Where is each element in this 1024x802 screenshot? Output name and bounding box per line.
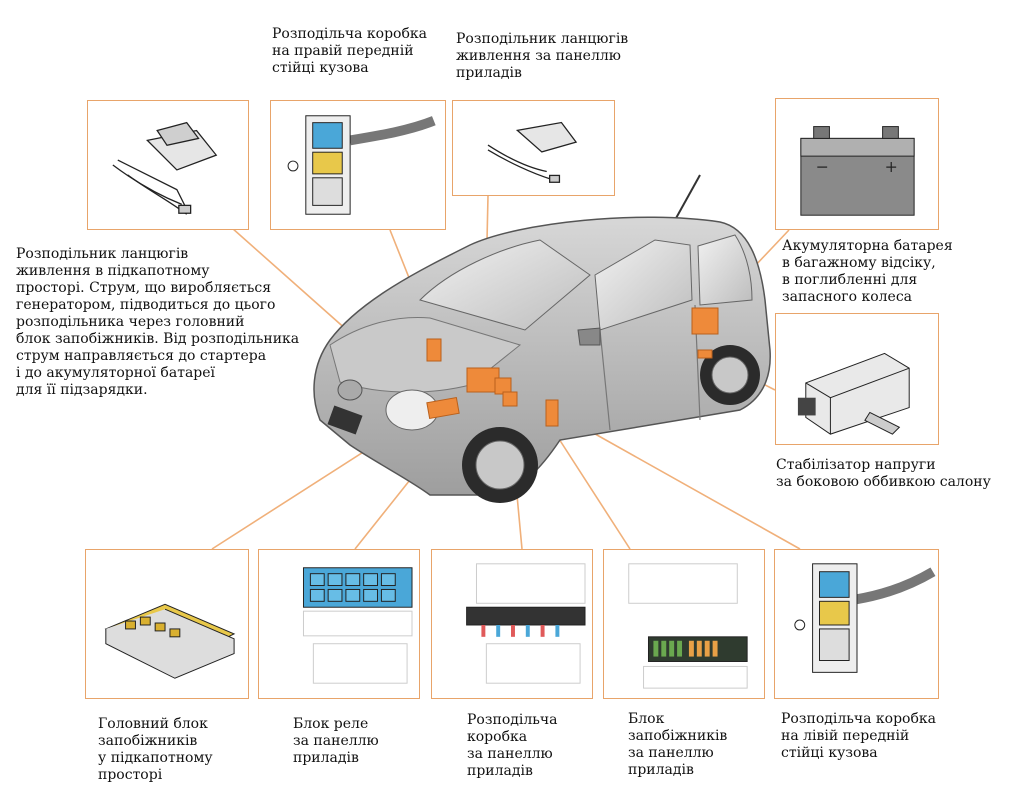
box-dash-box-image bbox=[431, 549, 593, 699]
mirror bbox=[577, 327, 601, 346]
svg-text:−: − bbox=[816, 157, 829, 176]
battery-illustration: − + bbox=[800, 126, 915, 216]
module-engine bbox=[426, 396, 460, 420]
label-relay-block: Блок реле за панеллю приладів bbox=[293, 716, 379, 766]
box-stabilizer-image bbox=[775, 313, 939, 445]
windshield bbox=[419, 239, 591, 331]
box-main-fuse-image bbox=[85, 549, 249, 699]
label-right-pillar: Розподільча коробка на правій передній с… bbox=[272, 26, 428, 76]
module-battery bbox=[691, 307, 719, 335]
label-dash-distributor: Розподільник ланцюгів живлення за панелл… bbox=[456, 31, 629, 81]
label-fuse-block: Блок запобіжників за панеллю приладів bbox=[628, 711, 728, 778]
box-left-pillar-image bbox=[774, 549, 939, 699]
box-relay-block-image bbox=[258, 549, 420, 699]
relay-block-illustration bbox=[302, 567, 413, 684]
box-engine-distributor-image bbox=[87, 100, 249, 230]
connector-illustration bbox=[112, 121, 218, 215]
fuse-block-illustration bbox=[628, 563, 748, 689]
pillar-box-illustration bbox=[287, 115, 436, 215]
leader-fuse-block bbox=[549, 424, 631, 550]
svg-text:+: + bbox=[885, 157, 898, 176]
left-pillar-illustration bbox=[794, 563, 936, 673]
front-side-window bbox=[594, 239, 693, 331]
plate bbox=[327, 405, 363, 435]
stabilizer-illustration bbox=[797, 352, 910, 435]
box-battery-image: − + bbox=[775, 98, 939, 230]
label-main-fuse: Головний блок запобіжників у підкапотном… bbox=[98, 716, 213, 783]
module-dash bbox=[466, 367, 500, 393]
box-right-pillar-image bbox=[270, 100, 446, 230]
rear-side-window bbox=[697, 234, 753, 306]
label-stabilizer: Стабілізатор напруги за боковою оббивкою… bbox=[776, 457, 991, 490]
label-left-pillar: Розподільча коробка на лівій передній ст… bbox=[781, 711, 937, 761]
module-right-pillar bbox=[426, 338, 442, 362]
label-dash-box: Розподільча коробка за панеллю приладів bbox=[467, 712, 558, 779]
antenna bbox=[674, 174, 701, 221]
module-stabilizer bbox=[697, 349, 713, 359]
leader-left-pillar bbox=[555, 411, 801, 550]
module-left-pillar bbox=[545, 399, 559, 427]
module-dash-3 bbox=[502, 391, 518, 407]
label-battery: Акумуляторна батарея в багажному відсіку… bbox=[782, 238, 953, 305]
label-engine-distributor: Розподільник ланцюгів живлення в підкапо… bbox=[16, 246, 300, 398]
badge bbox=[337, 379, 363, 401]
main-fuse-illustration bbox=[104, 603, 236, 679]
box-dash-distributor-image bbox=[452, 100, 615, 196]
dash-box-illustration bbox=[466, 563, 586, 684]
box-fuse-block-image bbox=[603, 549, 765, 699]
connector-illustration-2 bbox=[487, 121, 578, 183]
